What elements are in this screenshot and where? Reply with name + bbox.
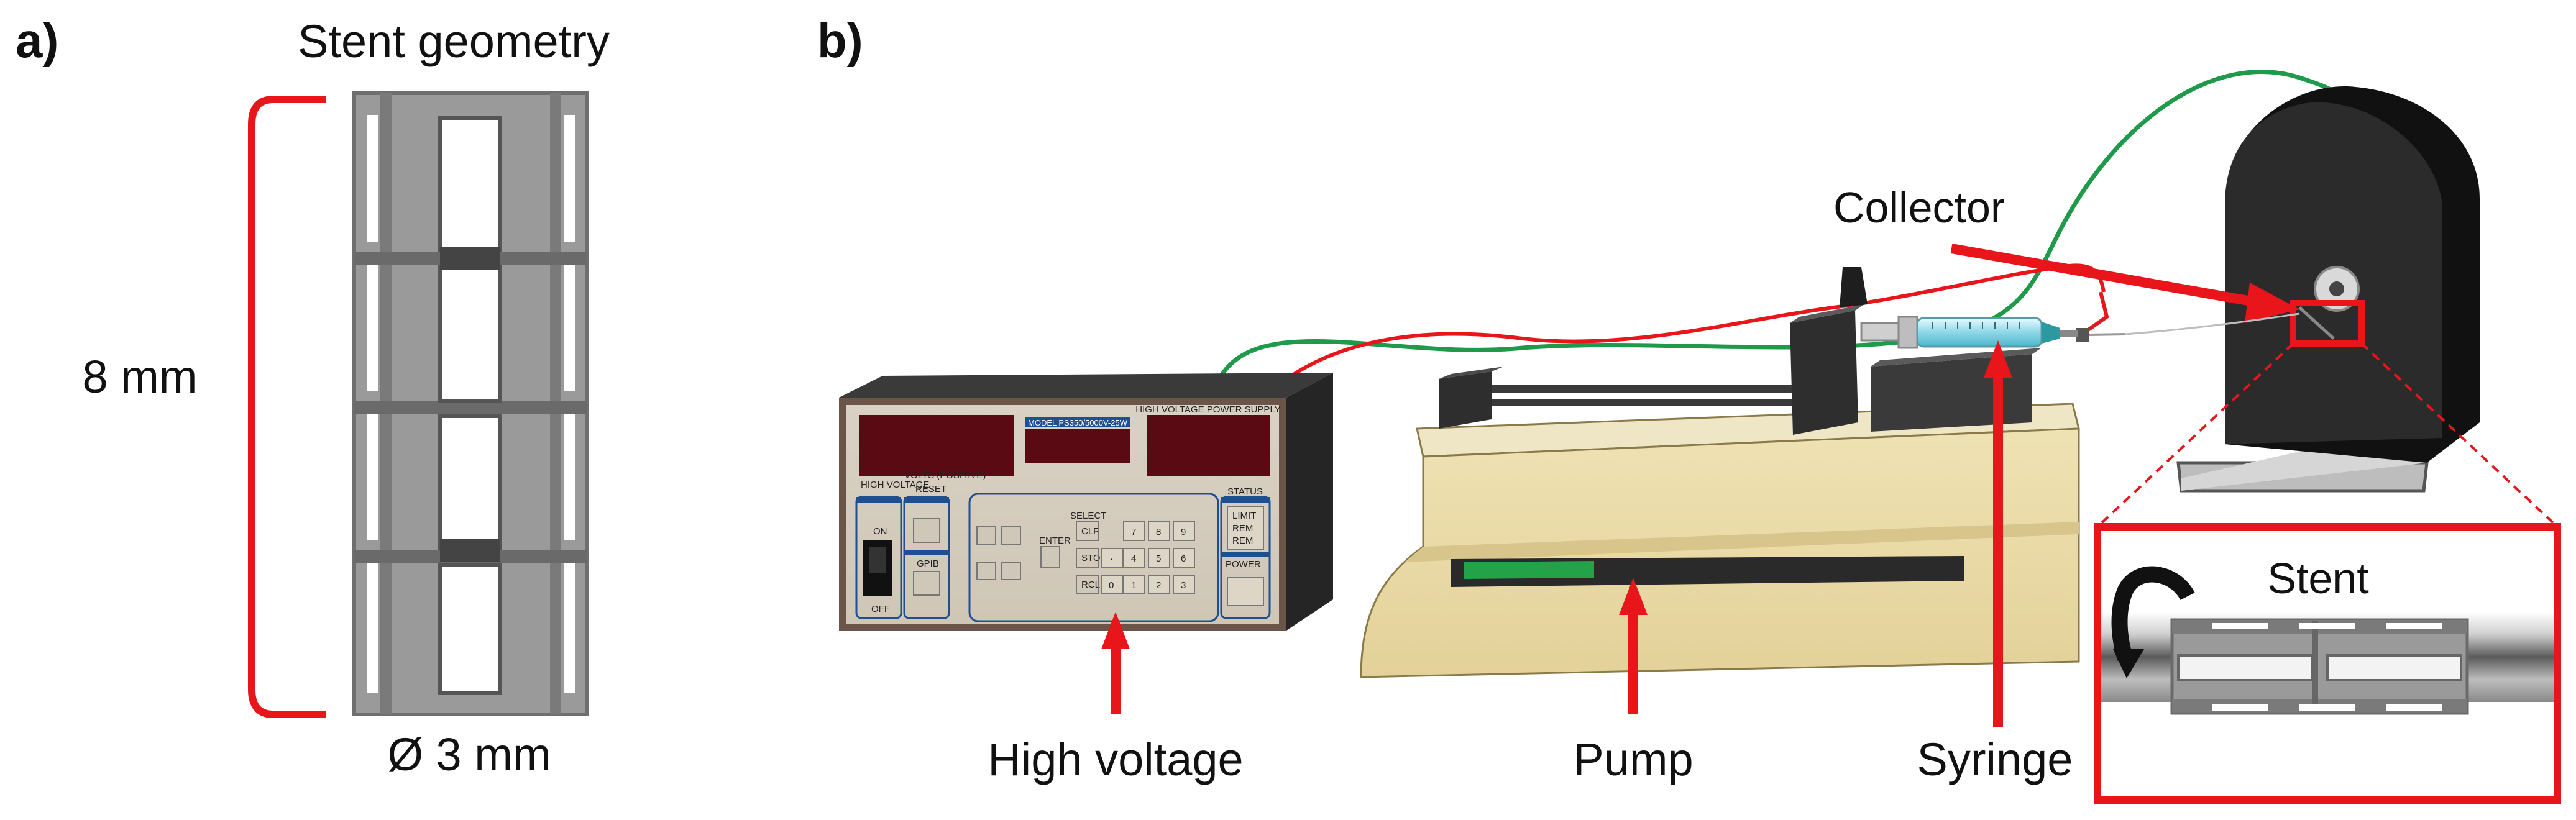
hv-key[interactable]: [1123, 575, 1145, 594]
hv-key-label: ·: [1110, 554, 1113, 564]
fiber-jet: [2125, 312, 2300, 335]
hv-key[interactable]: [1123, 521, 1145, 541]
hv-rcl-key[interactable]: [1076, 575, 1099, 594]
hv-power-button[interactable]: [1227, 577, 1264, 606]
hv-key-label: 2: [1156, 580, 1161, 591]
hv-keypad: 7 8 9 · 4 5 6 0 1 2 3: [1101, 521, 1195, 594]
hv-key[interactable]: [1148, 548, 1170, 568]
hv-high-voltage-text: HIGH VOLTAGE: [861, 480, 929, 490]
hv-clr-text: CLR: [1081, 526, 1100, 537]
hv-select-button-1[interactable]: [976, 526, 996, 545]
panel-a-letter: a): [16, 13, 58, 68]
hv-select-button-3[interactable]: [976, 562, 996, 580]
hv-key-label: 0: [1109, 580, 1114, 591]
hv-rcl-text: RCL: [1081, 580, 1100, 590]
hv-key[interactable]: [1148, 575, 1170, 594]
collector-arrow: [1950, 244, 2263, 308]
hv-rem-text: REM: [1232, 523, 1253, 534]
syringe-label: Syringe: [1917, 734, 2073, 785]
hv-key-label: 3: [1181, 580, 1186, 591]
hv-limit-text: LIMIT: [1232, 511, 1256, 521]
hv-display-left: [859, 415, 1014, 476]
stent-flat-geometry: [352, 91, 589, 716]
hv-off-text: OFF: [871, 604, 890, 614]
length-bracket: [248, 96, 326, 718]
hv-key-label: 5: [1156, 554, 1161, 564]
hv-key[interactable]: [1173, 575, 1195, 594]
hv-key[interactable]: [1148, 521, 1170, 541]
hv-key-label: 7: [1131, 527, 1136, 537]
hv-remx-text: REM: [1232, 535, 1253, 546]
stent-geometry-title: Stent geometry: [298, 16, 610, 67]
hv-power-text: POWER: [1226, 559, 1261, 570]
hv-reset-button[interactable]: [913, 518, 940, 543]
hv-model-text: MODEL PS350/5000V-25W: [1028, 418, 1128, 427]
hv-enter-text: ENTER: [1039, 535, 1071, 546]
hv-key[interactable]: [1173, 521, 1195, 541]
hv-select-text: SELECT: [1070, 511, 1106, 521]
pump-display-screen: [1464, 561, 1594, 579]
hv-key-label: 4: [1131, 554, 1136, 564]
rotation-arrow: [2111, 566, 2195, 662]
hv-gpib-button[interactable]: [913, 571, 940, 596]
hv-select-button-2[interactable]: [1001, 526, 1021, 545]
hv-key[interactable]: [1101, 548, 1123, 568]
hv-sto-text: STO: [1081, 553, 1101, 563]
hv-key[interactable]: [1101, 575, 1123, 594]
hv-key[interactable]: [1173, 548, 1195, 568]
panel-a: a) Stent geometry 8 mm: [16, 13, 610, 780]
high-voltage-label: High voltage: [988, 734, 1243, 785]
hv-display-center: [1025, 429, 1130, 463]
pump-label: Pump: [1573, 734, 1693, 785]
high-voltage-supply: MODEL PS350/5000V-25W HIGH VOLTAGE POWER…: [839, 373, 1333, 631]
hv-on-text: ON: [873, 526, 887, 537]
hv-enter-button[interactable]: [1040, 546, 1060, 568]
syringe: [1860, 316, 2078, 349]
stent-inset: Stent: [2094, 523, 2561, 804]
stent-inset-label: Stent: [2267, 554, 2368, 603]
collector-label: Collector: [1833, 183, 2005, 232]
collector-arrowhead: [2245, 283, 2299, 323]
hv-volts-text: VOLTS (POSITIVE): [904, 470, 986, 481]
hv-display-right: [1147, 415, 1270, 476]
hv-key-label: 9: [1181, 527, 1186, 537]
length-label: 8 mm: [83, 351, 198, 403]
collector-highlight-box: [2290, 300, 2365, 347]
hv-supply-text: HIGH VOLTAGE POWER SUPPLY: [1135, 404, 1280, 415]
panel-b-letter: b): [817, 13, 863, 68]
syringe-pump: [1360, 267, 2080, 678]
hv-gpib-text: GPIB: [917, 558, 939, 569]
hv-key-label: 1: [1131, 580, 1136, 591]
hv-clr-key[interactable]: [1076, 521, 1099, 541]
diameter-label: Ø 3 mm: [387, 729, 551, 780]
hv-sto-key[interactable]: [1076, 548, 1099, 568]
hv-reset-text: RESET: [915, 484, 947, 494]
hv-select-button-4[interactable]: [1001, 562, 1021, 580]
hv-key-label: 8: [1156, 527, 1161, 537]
hv-status-text: STATUS: [1227, 486, 1263, 497]
collector-unit: [2176, 86, 2480, 493]
hv-key[interactable]: [1123, 548, 1145, 568]
panel-b: b) Collector: [817, 13, 2561, 804]
hv-key-label: 6: [1181, 554, 1186, 564]
